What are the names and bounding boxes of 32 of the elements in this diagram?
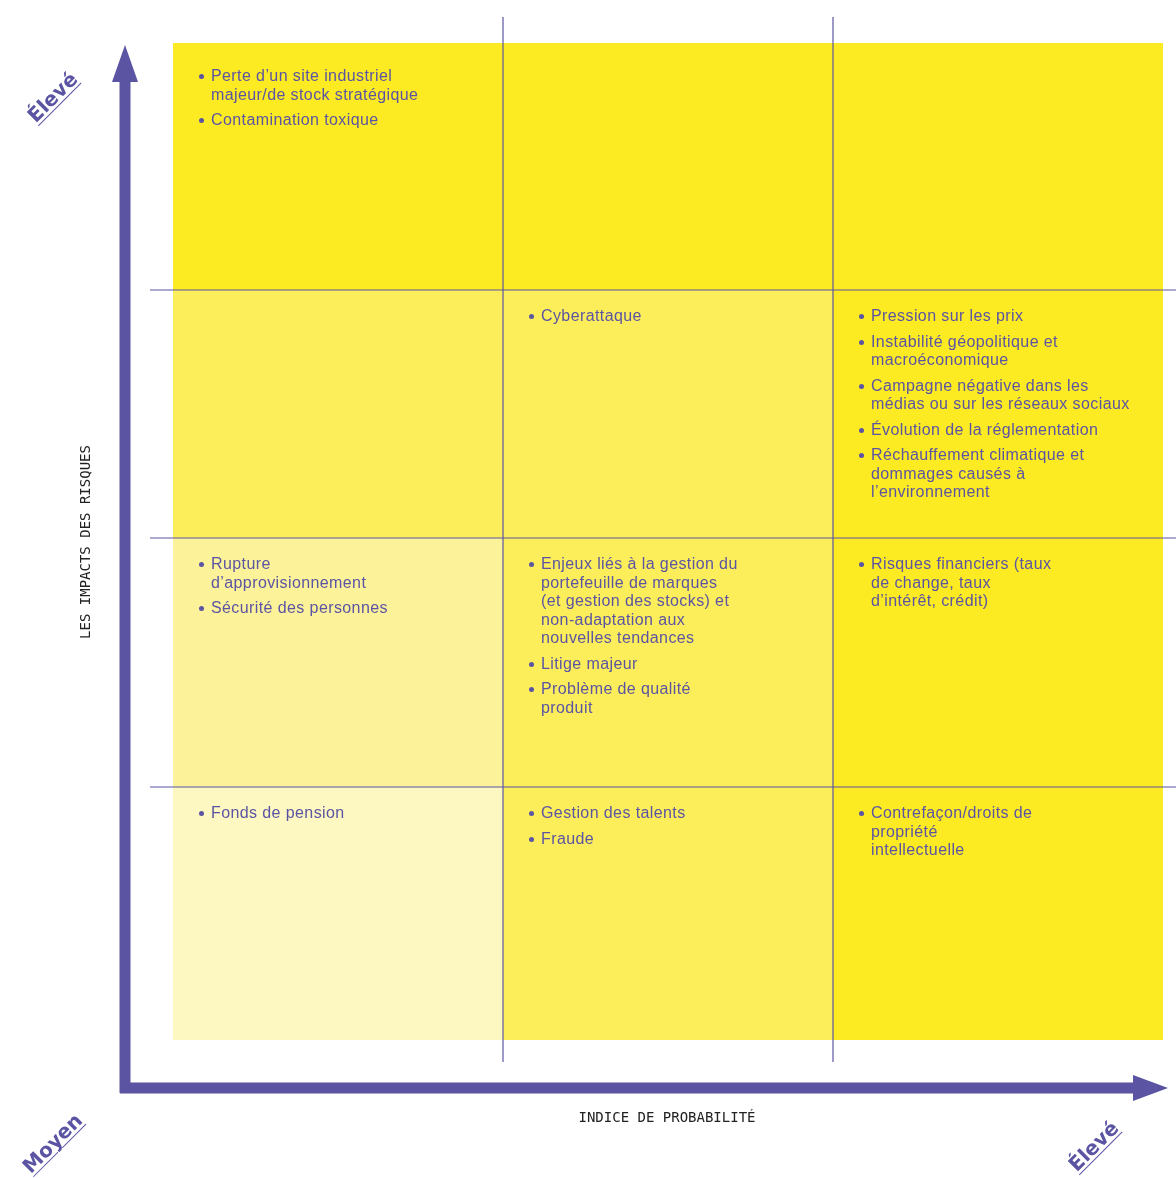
matrix-cell xyxy=(173,43,503,290)
matrix-cell xyxy=(503,787,833,1040)
risk-item: Risques financiers (taux de change, taux d’intérêt, crédit) xyxy=(871,555,1053,611)
risk-item: Perte d’un site industriel majeur/de stock stratégique xyxy=(211,67,420,104)
risk-item: Enjeux liés à la gestion du portefeuille de marques (et gestion des stocks) et non-adaptation aux nouvelles tendances xyxy=(541,555,739,648)
risk-item: Cyberattaque xyxy=(541,307,643,326)
risk-item: Instabilité géopolitique et macroéconomique xyxy=(871,332,1059,370)
matrix-cell xyxy=(173,538,503,787)
matrix-cell xyxy=(503,43,833,290)
risk-item: Problème de qualité produit xyxy=(541,680,692,717)
risk-item: Sécurité des personnes xyxy=(211,599,389,618)
matrix-cell xyxy=(173,290,503,538)
risk-item: Fonds de pension xyxy=(211,804,346,823)
risk-item: Gestion des talents xyxy=(541,804,687,823)
matrix-cell xyxy=(503,290,833,538)
risk-item: Fraude xyxy=(541,829,596,848)
axis-title: LES IMPACTS DES RISQUES xyxy=(76,445,93,639)
risk-item: Pression sur les prix xyxy=(871,307,1025,326)
axis-title: INDICE DE PROBABILITÉ xyxy=(578,1109,756,1125)
matrix-cell xyxy=(833,43,1163,290)
matrix-cell xyxy=(833,538,1163,787)
matrix-cell xyxy=(173,787,503,1040)
risk-item: Contamination toxique xyxy=(211,111,380,130)
matrix-cell xyxy=(503,538,833,787)
matrix-cell xyxy=(833,290,1163,538)
risk-item: Contrefaçon/droits de propriété intellectuelle xyxy=(871,804,1034,860)
risk-item: Rupture d’approvisionnement xyxy=(211,555,368,592)
matrix-cell xyxy=(833,787,1163,1040)
risk-item: Litige majeur xyxy=(541,654,639,673)
risk-item: Évolution de la réglementation xyxy=(871,420,1100,439)
risk-item: Campagne négative dans les médias ou sur les réseaux sociaux xyxy=(871,376,1131,414)
risk-item: Réchauffement climatique et dommages causés à l’environnement xyxy=(871,446,1086,502)
